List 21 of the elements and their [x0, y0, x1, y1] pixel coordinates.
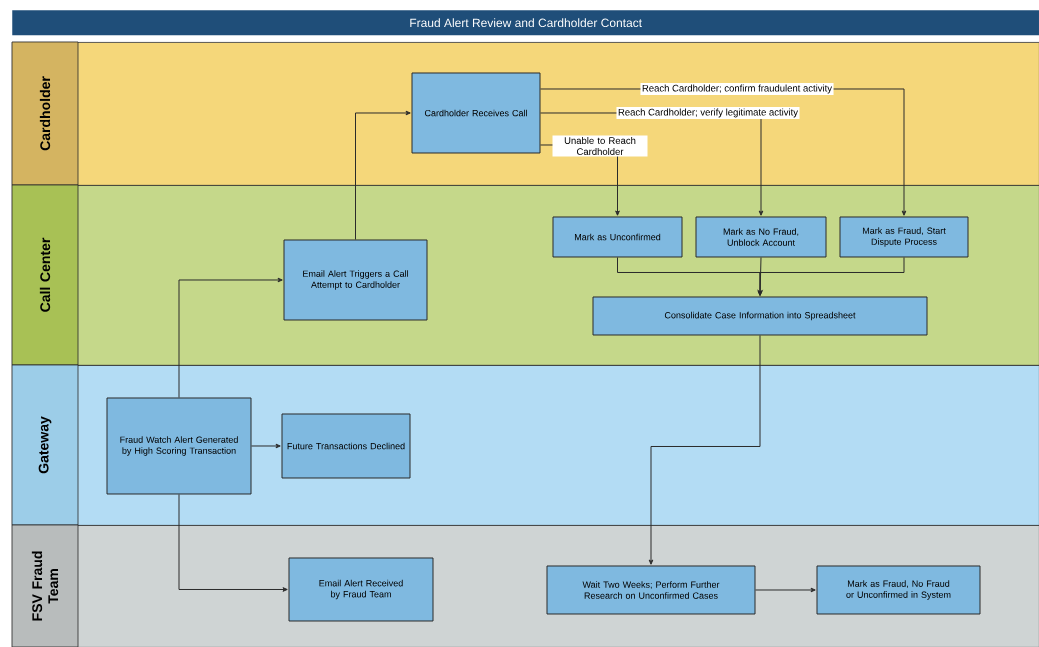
arrow — [251, 443, 281, 449]
title-bar: Fraud Alert Review and Cardholder Contact — [12, 10, 1039, 36]
process-box: Mark as Unconfirmed — [552, 216, 683, 258]
process-box: Mark as Fraud, Start Dispute Process — [839, 216, 969, 258]
process-box: Mark as No Fraud, Unblock Account — [695, 216, 827, 258]
process-box: Cardholder Receives Call — [411, 72, 541, 154]
edge-label: Reach Cardholder; confirm fraudulent activity — [640, 83, 834, 95]
process-box: Fraud Watch Alert Generated by High Scoring Transaction — [106, 397, 252, 495]
edge-label: Reach Cardholder; verify legitimate activity — [616, 107, 800, 119]
process-box: Email Alert Received by Fraud Team — [288, 557, 434, 622]
process-box: Mark as Fraud, No Fraud or Unconfirmed in System — [816, 565, 981, 615]
process-box: Consolidate Case Information into Spreadsheet — [592, 296, 928, 336]
arrow — [178, 277, 283, 398]
arrow — [355, 110, 411, 240]
arrow — [755, 587, 816, 593]
arrow — [757, 257, 905, 296]
process-box: Email Alert Triggers a Call Attempt to Cardholder — [283, 239, 428, 321]
process-box: Future Transactions Declined — [281, 413, 411, 479]
arrow — [648, 335, 761, 565]
arrow — [178, 494, 288, 592]
process-box: Wait Two Weeks; Perform Further Research on Unconfirmed Cases — [546, 565, 756, 615]
